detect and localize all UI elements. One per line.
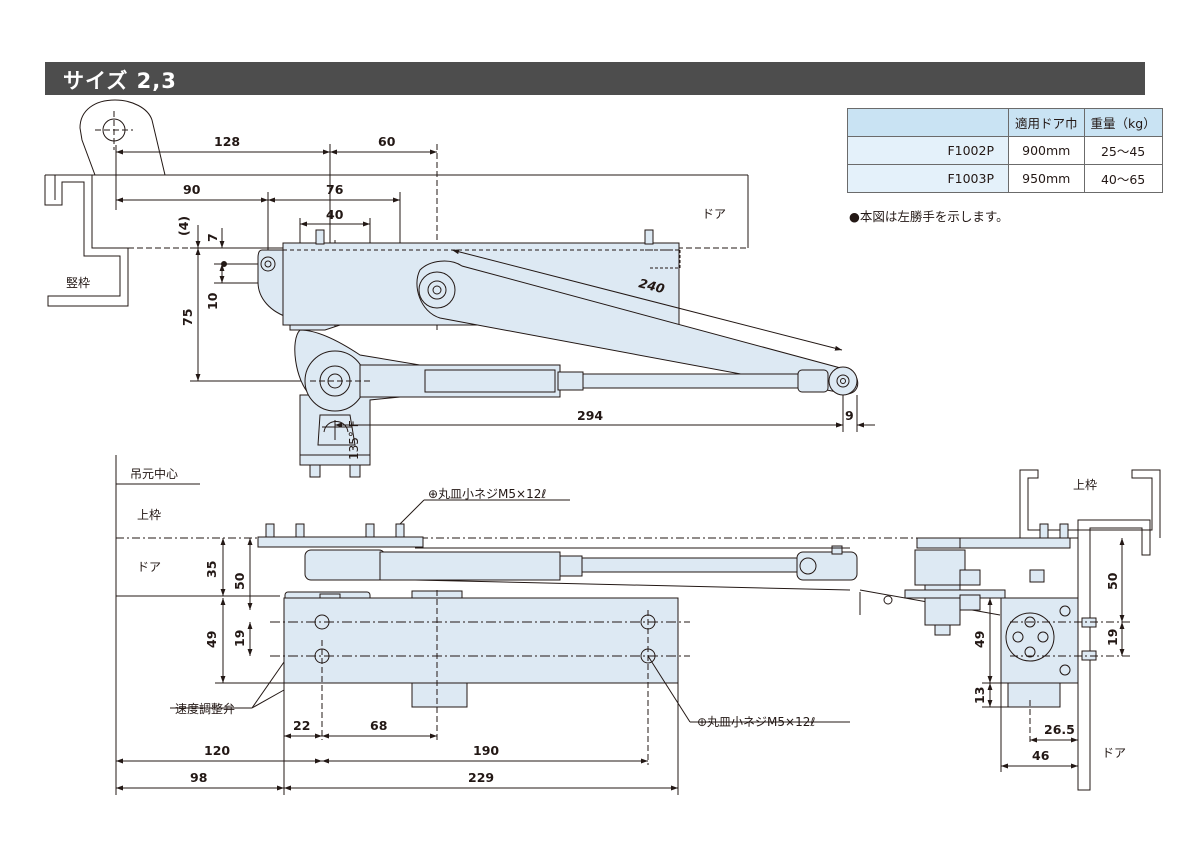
dim-128: 128 (214, 134, 240, 149)
dim-294: 294 (577, 408, 603, 423)
label-upper-frame-right: 上枠 (1073, 478, 1097, 492)
dim-75: 75 (180, 309, 195, 326)
dim-68: 68 (370, 718, 387, 733)
dim-side-13: 13 (972, 687, 987, 704)
dim-229: 229 (468, 770, 494, 785)
label-speed-valve: 速度調整弁 (175, 701, 235, 716)
label-screw-top: ⊕丸皿小ネジM5×12ℓ (428, 487, 546, 501)
dim-240: 240 (637, 275, 666, 296)
elevation-view-dims: 吊元中心 上枠 ドア ⊕丸皿小ネジM5×12ℓ ⊕丸皿小ネジM5×12ℓ 速度調… (130, 466, 815, 785)
dim-60: 60 (378, 134, 396, 149)
table-cell-weight: 40～65 (1083, 164, 1163, 193)
closer-body-elevation (283, 597, 679, 684)
table-row: F1003P 950mm 40～65 (847, 164, 1163, 193)
dim-190: 190 (473, 743, 499, 758)
spec-table: 適用ドア巾 重量（kg） F1002P 900mm 25～45 F1003P 9… (847, 108, 1163, 193)
dim-7: 7 (205, 233, 220, 242)
dim-side-19: 19 (1105, 629, 1120, 646)
hinge-bracket (79, 99, 166, 176)
table-cell-door-width: 950mm (1008, 164, 1085, 193)
dim-98: 98 (190, 770, 207, 785)
label-door-left: ドア (137, 560, 161, 574)
section-header: サイズ 2,3 (45, 62, 1145, 95)
table-cell-model: F1003P (847, 164, 1009, 193)
plan-view (44, 99, 875, 478)
dim-76: 76 (326, 182, 344, 197)
handedness-note: ●本図は左勝手を示します。 (849, 209, 1009, 224)
table-header-row: 適用ドア巾 重量（kg） (847, 108, 1163, 137)
dim-22: 22 (293, 718, 310, 733)
dim-side-26-5: 26.5 (1044, 722, 1075, 737)
side-view-dims: 上枠 ドア 50 19 49 13 26.5 46 (972, 478, 1126, 763)
table-cell-weight: 25～45 (1083, 136, 1163, 165)
label-angle: 135° F (347, 420, 361, 460)
dim-49: 49 (204, 631, 219, 648)
dim-40: 40 (326, 207, 344, 222)
label-upper-frame-left: 上枠 (137, 508, 161, 522)
table-header-door-width: 適用ドア巾 (1008, 108, 1085, 137)
table-header-model (847, 108, 1009, 137)
dim-side-50: 50 (1105, 572, 1120, 590)
dim-4: (4) (176, 216, 191, 236)
dim-side-46: 46 (1032, 748, 1050, 763)
label-pivot-center: 吊元中心 (130, 466, 178, 481)
dim-10: 10 (205, 292, 220, 310)
label-screw-bottom: ⊕丸皿小ネジM5×12ℓ (697, 715, 815, 729)
elevation-view (115, 455, 1001, 795)
plan-view-dims: 128 60 90 76 40 (4) 7 10 75 240 294 9 竪枠… (66, 134, 854, 460)
label-door-right: ドア (1102, 746, 1126, 760)
dim-19: 19 (232, 630, 247, 647)
dim-90: 90 (183, 182, 201, 197)
section-title: サイズ 2,3 (63, 69, 177, 93)
dim-35: 35 (204, 561, 219, 578)
dim-50: 50 (232, 572, 247, 590)
side-view (904, 469, 1161, 791)
table-row: F1002P 900mm 25～45 (847, 136, 1163, 165)
table-cell-model: F1002P (847, 136, 1009, 165)
label-door-top: ドア (702, 207, 726, 221)
dim-side-49: 49 (972, 631, 987, 648)
dim-120: 120 (204, 743, 230, 758)
dim-9: 9 (845, 408, 854, 423)
label-vertical-frame: 竪枠 (66, 276, 90, 290)
